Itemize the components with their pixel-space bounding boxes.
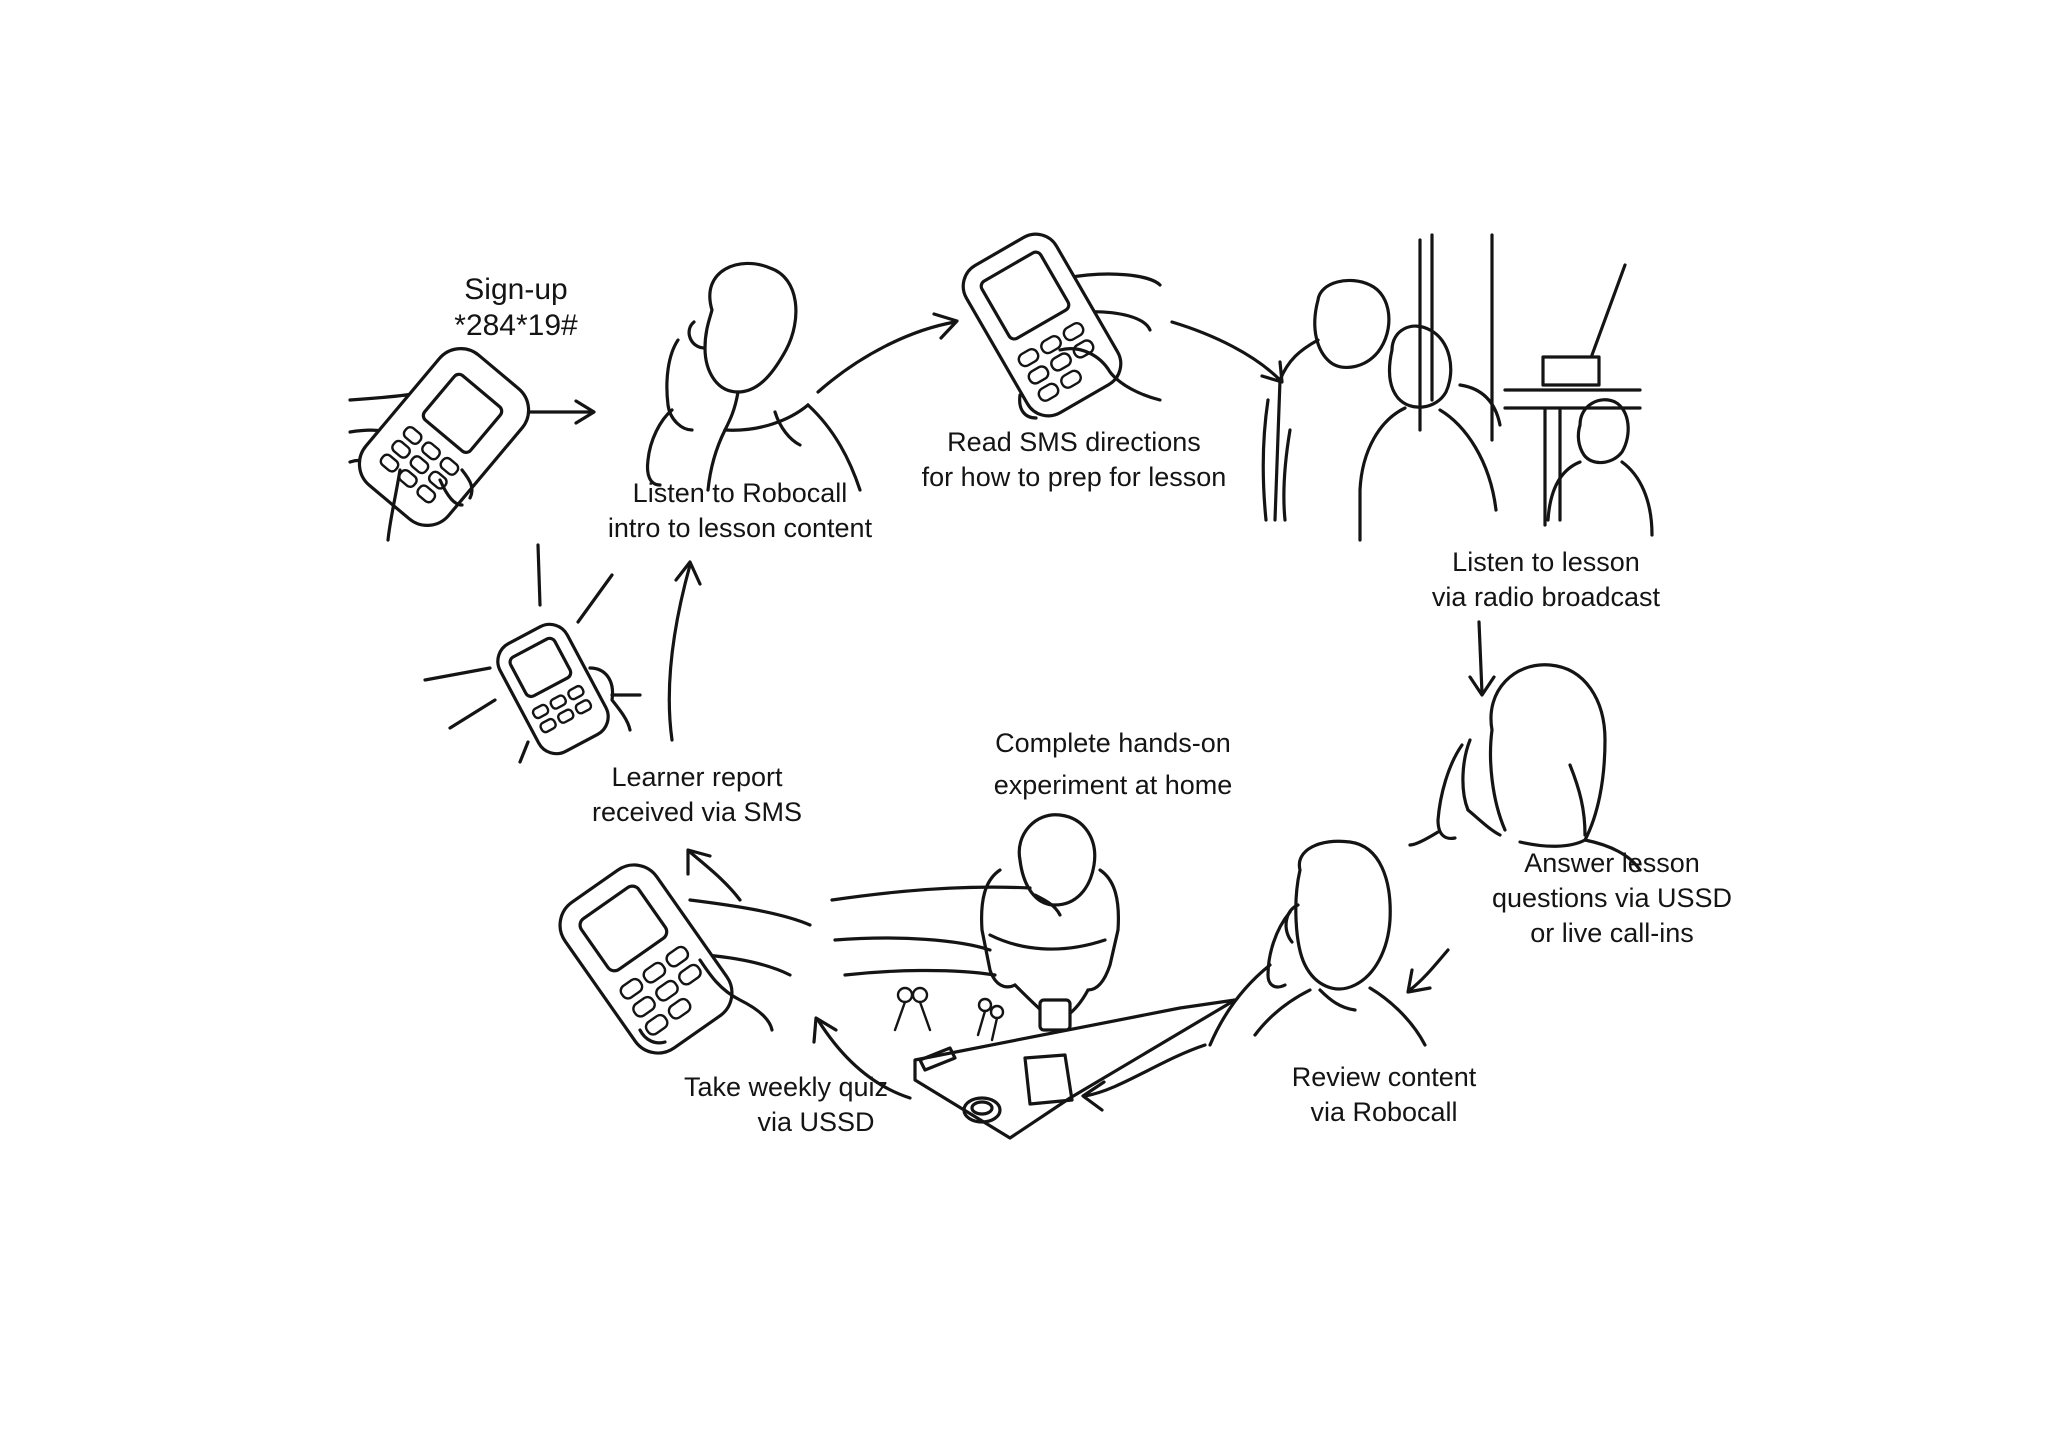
step-label-line: experiment at home (993, 770, 1233, 800)
step-label-signup: Sign-up *284*19# (454, 272, 577, 344)
step-label-line: via radio broadcast (1431, 582, 1661, 612)
arrow-experiment-to-quiz (812, 1016, 912, 1100)
review-caller-illustration (1208, 839, 1427, 1047)
step-label-line: or live call-ins (1530, 918, 1694, 948)
step-label-line: Complete hands-on (995, 728, 1231, 758)
step-label-robocall-intro: Listen to Robocall intro to lesson conte… (608, 476, 872, 546)
arrow-answer-to-review (1406, 948, 1450, 994)
step-label-line: received via SMS (591, 797, 803, 827)
step-label-line: Sign-up (464, 273, 568, 306)
arrow-radio-to-answer (1468, 620, 1496, 697)
step-label-radio-lesson: Listen to lesson via radio broadcast (1432, 545, 1660, 615)
arrow-quiz-to-report (686, 848, 742, 902)
step-label-line: Listen to lesson (1452, 547, 1640, 577)
signup-phone-illustration (348, 347, 531, 542)
arrow-report-to-robocall (667, 560, 702, 742)
arrow-sms-to-radio (1170, 320, 1284, 384)
step-label-sms-directions: Read SMS directions for how to prep for … (922, 425, 1227, 495)
step-label-line: Learner report (611, 762, 783, 792)
report-phone-illustration (423, 543, 642, 764)
step-label-learner-report: Learner report received via SMS (592, 760, 802, 830)
step-label-line: Take weekly quiz (683, 1072, 889, 1102)
step-label-answer-questions: Answer lesson questions via USSD or live… (1492, 846, 1732, 951)
step-label-line: intro to lesson content (607, 513, 873, 543)
step-label-line: Review content (1291, 1062, 1477, 1092)
step-label-experiment: Complete hands-on experiment at home (994, 722, 1233, 806)
step-label-weekly-quiz: Take weekly quiz via USSD (684, 1070, 888, 1140)
experiment-illustration (830, 813, 1237, 1140)
arrow-review-to-experiment (1081, 1043, 1207, 1112)
radio-listeners-illustration (1261, 233, 1654, 542)
sms-reader-illustration (961, 232, 1162, 420)
arrow-signup-to-robocall (520, 399, 596, 425)
arrow-robocall-to-sms (816, 312, 959, 394)
step-label-line: Answer lesson (1524, 848, 1700, 878)
step-label-line: questions via USSD (1491, 883, 1733, 913)
step-label-line: via USSD (757, 1107, 875, 1137)
step-label-line: Listen to Robocall (632, 478, 848, 508)
step-label-line: via Robocall (1310, 1097, 1458, 1127)
answer-caller-illustration (1408, 663, 1642, 872)
step-label-line: *284*19# (454, 309, 578, 342)
step-label-line: Read SMS directions (947, 427, 1201, 457)
step-label-review-content: Review content via Robocall (1292, 1060, 1477, 1130)
robocall-listener-illustration (645, 261, 862, 492)
step-label-line: for how to prep for lesson (921, 462, 1227, 492)
quiz-phone-illustration (558, 863, 812, 1055)
